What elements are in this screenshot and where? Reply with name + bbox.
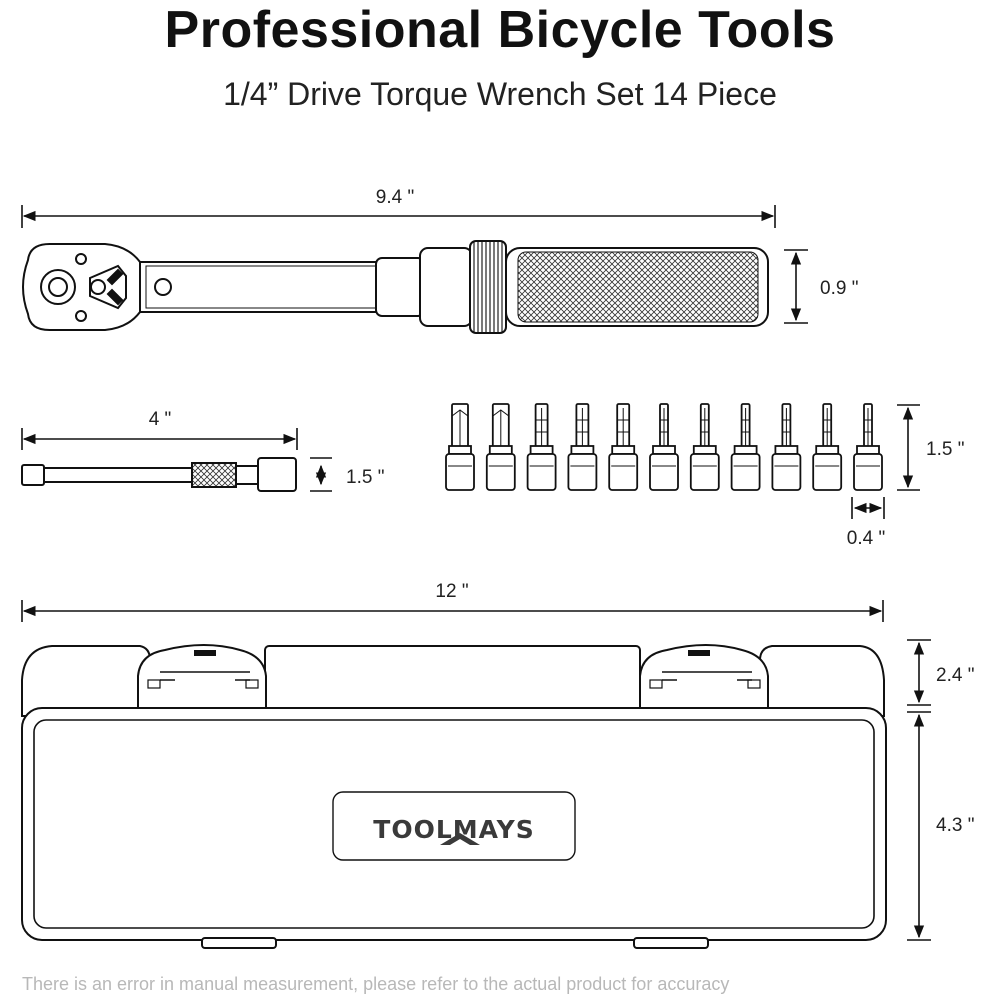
bit-width-dimension <box>851 497 885 519</box>
wrench-length-label: 9.4 " <box>376 187 414 208</box>
bit-socket <box>771 403 802 491</box>
extension-length-dimension <box>21 428 298 450</box>
storage-case <box>21 644 887 949</box>
extension-bar <box>21 457 297 492</box>
case-length-dimension <box>21 600 884 622</box>
disclaimer-note: There is an error in manual measurement,… <box>22 974 730 994</box>
brand-logo-swoosh <box>440 833 480 845</box>
extension-length-label: 4 " <box>149 409 172 430</box>
extension-height-label: 1.5 " <box>346 467 384 488</box>
bit-socket <box>689 403 720 491</box>
bit-socket <box>526 403 557 491</box>
page-subtitle: 1/4” Drive Torque Wrench Set 14 Piece <box>223 76 777 112</box>
bit-socket <box>730 403 761 491</box>
page-title: Professional Bicycle Tools <box>164 1 836 59</box>
bits-height-dimension <box>897 404 920 491</box>
bit-socket <box>853 403 883 491</box>
bit-socket <box>445 403 475 491</box>
bit-socket <box>567 403 598 491</box>
case-body-height-label: 4.3 " <box>936 815 974 836</box>
wrench-length-dimension <box>21 205 776 228</box>
case-lid-height-label: 2.4 " <box>936 665 974 686</box>
torque-wrench <box>22 240 769 334</box>
bit-socket <box>608 403 639 491</box>
wrench-height-dimension <box>784 249 808 324</box>
bits-height-label: 1.5 " <box>926 439 964 460</box>
bit-socket <box>485 403 516 491</box>
wrench-height-label: 0.9 " <box>820 278 858 299</box>
case-lid-height-dimension <box>907 639 931 706</box>
case-body-height-dimension <box>907 711 931 941</box>
bit-width-label: 0.4 " <box>847 528 885 549</box>
extension-height-dimension <box>310 457 332 492</box>
case-length-label: 12 " <box>435 581 468 602</box>
bit-socket <box>812 403 843 491</box>
bit-socket <box>649 403 679 491</box>
bit-sockets <box>445 403 883 491</box>
